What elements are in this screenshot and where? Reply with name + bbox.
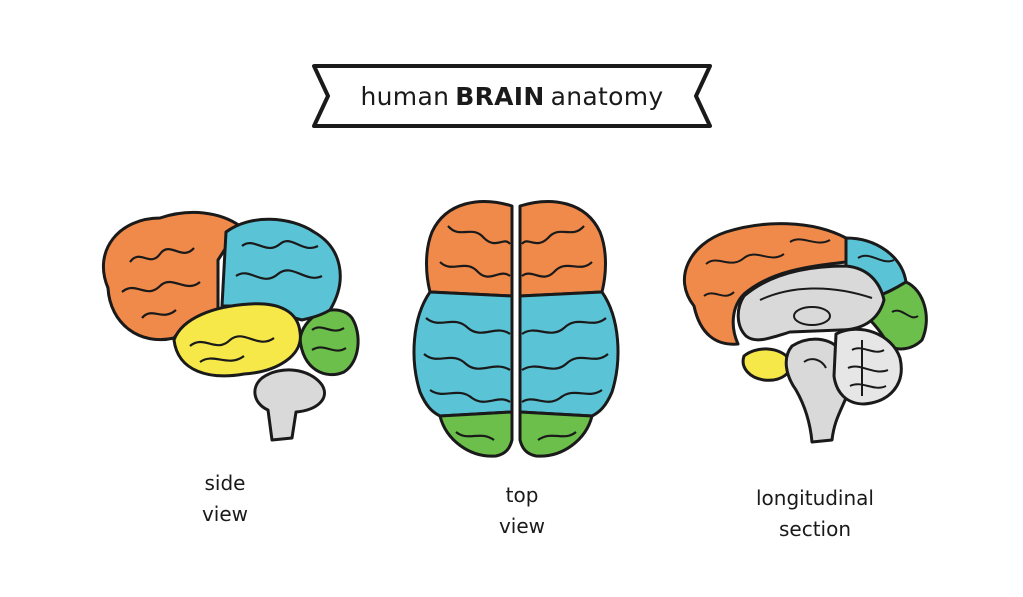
caption-side-view: side view <box>165 468 285 530</box>
caption-top-line1: top <box>505 483 539 507</box>
caption-side-line1: side <box>204 471 246 495</box>
top-view-brain <box>412 200 620 458</box>
caption-top-view: top view <box>462 480 582 542</box>
top-left-frontal <box>425 200 514 298</box>
title-suffix: anatomy <box>550 81 664 111</box>
caption-long-line2: section <box>778 517 852 541</box>
long-frontal-cortex <box>682 222 848 346</box>
side-view-brain <box>102 210 360 442</box>
caption-long-line1: longitudinal <box>756 486 874 510</box>
long-brainstem <box>784 337 848 444</box>
title-emphasis: BRAIN <box>455 81 545 111</box>
top-right-frontal <box>518 200 607 298</box>
top-left-parietal <box>412 290 514 418</box>
caption-side-line2: view <box>201 502 249 526</box>
top-gyri-lines <box>423 225 609 441</box>
side-temporal-lobe <box>172 302 302 378</box>
title-ribbon <box>312 64 712 128</box>
side-gyri-lines <box>121 240 347 363</box>
caption-longitudinal-section: longitudinal section <box>720 483 910 545</box>
top-right-parietal <box>518 290 620 418</box>
caption-top-line2: view <box>498 514 546 538</box>
long-temporal <box>741 347 793 382</box>
long-corpus-callosum <box>736 264 886 342</box>
longitudinal-section-brain <box>682 222 928 444</box>
long-detail-lines <box>703 238 919 396</box>
top-left-occipital <box>438 410 514 458</box>
title-prefix: human <box>360 81 450 111</box>
side-brainstem <box>253 368 326 442</box>
side-parietal-lobe <box>220 217 342 322</box>
top-right-occipital <box>518 410 594 458</box>
diagram-title: human BRAIN anatomy <box>312 64 712 128</box>
